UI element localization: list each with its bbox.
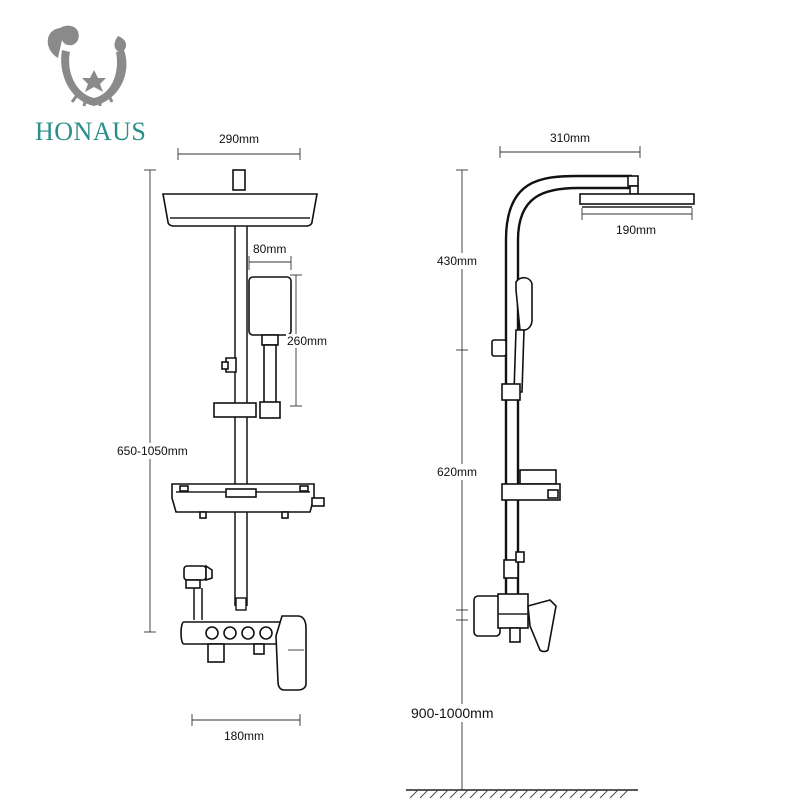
dim-label-upper-height: 430mm xyxy=(437,254,477,268)
dim-label-head-width: 290mm xyxy=(219,132,259,146)
dim-handshower-height: 260mm xyxy=(286,274,336,407)
front-mixer-valve xyxy=(180,615,307,691)
brand-logo: HONAUS xyxy=(35,25,146,146)
dim-label-height-range: 650-1050mm xyxy=(117,444,188,458)
brand-name: HONAUS xyxy=(35,117,146,146)
dim-label-handshower-height: 260mm xyxy=(287,334,327,348)
dim-head-diameter: 190mm xyxy=(581,208,693,237)
front-view: 290mm 650-1050mm xyxy=(116,132,336,743)
front-riser-pipe xyxy=(234,226,248,611)
dim-label-lower-height: 620mm xyxy=(437,465,477,479)
dim-label-arm-reach: 310mm xyxy=(550,131,590,145)
side-shelf xyxy=(501,469,561,501)
side-mixer-valve xyxy=(473,593,557,653)
front-shower-head xyxy=(162,169,318,227)
dim-height-range: 650-1050mm xyxy=(116,169,216,633)
dim-label-handshower-width: 80mm xyxy=(253,242,286,256)
side-view: 310mm 190mm 430mm xyxy=(406,131,695,799)
dim-label-floor-height: 900-1000mm xyxy=(411,705,494,721)
dim-side-vertical: 430mm 620mm 900-1000mm xyxy=(410,169,510,790)
dim-arm-reach: 310mm xyxy=(499,131,641,158)
horseshoe-star-logo-icon xyxy=(47,25,127,107)
front-hand-shower xyxy=(221,276,292,419)
side-hand-shower xyxy=(491,276,533,401)
front-shelf xyxy=(171,483,325,519)
dim-handshower-width: 80mm xyxy=(248,242,292,270)
side-bidet-sprayer xyxy=(503,551,525,579)
front-slider-bracket xyxy=(213,402,257,418)
side-riser-and-arm xyxy=(504,174,639,620)
dim-label-mixer-width: 180mm xyxy=(224,729,264,743)
dim-head-width: 290mm xyxy=(177,132,301,160)
front-bidet-sprayer xyxy=(183,564,213,620)
dim-mixer-width: 180mm xyxy=(191,714,301,743)
dim-label-head-diameter: 190mm xyxy=(616,223,656,237)
floor-line xyxy=(406,789,638,799)
side-shower-head xyxy=(579,193,695,208)
